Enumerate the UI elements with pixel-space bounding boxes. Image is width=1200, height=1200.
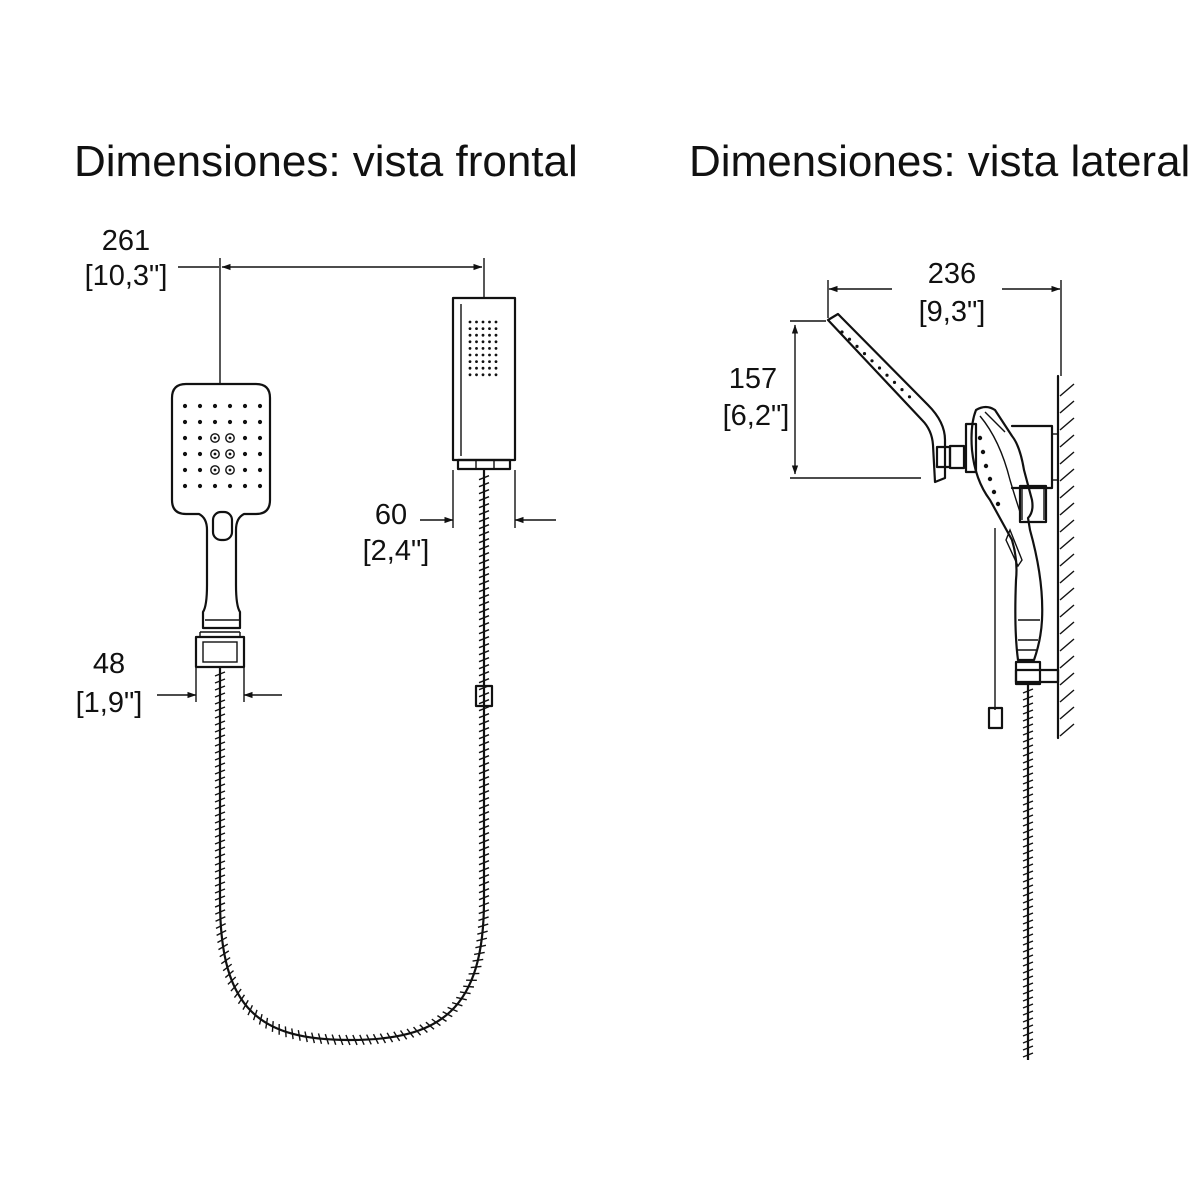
dim-48-inch: [1,9"]	[76, 687, 143, 719]
dim-48-mm: 48	[93, 648, 125, 680]
hose-front	[214, 470, 494, 1046]
dim-60-inch: [2,4"]	[363, 535, 430, 567]
dim-261-inch: [10,3"]	[85, 260, 168, 292]
cord-side	[987, 528, 1004, 730]
hand-shower-side	[964, 405, 1044, 662]
side-view-title: Dimensiones: vista lateral	[689, 137, 1190, 186]
dimension-261: 261 [10,3"]	[85, 225, 485, 384]
dimension-48: 48 [1,9"]	[76, 648, 282, 719]
wall-bracket-front	[451, 296, 517, 471]
dim-60-mm: 60	[375, 499, 407, 531]
bracket-arm-side	[826, 312, 966, 484]
dimension-157: 157 [6,2"]	[723, 320, 921, 479]
hose-holder-front	[194, 631, 246, 669]
dim-236-mm: 236	[928, 258, 976, 290]
hand-shower-front	[170, 382, 272, 630]
hose-side	[1022, 684, 1034, 1060]
dimension-60: 60 [2,4"]	[363, 470, 556, 567]
dim-157-mm: 157	[729, 363, 777, 395]
side-view: 236 [9,3"] 157 [6,2"]	[723, 258, 1075, 1060]
bracket-dots	[468, 320, 498, 377]
wall-plate-side	[1010, 424, 1058, 524]
front-view: 261 [10,3"] 48 [1,9"]	[76, 225, 556, 1046]
dimension-236: 236 [9,3"]	[827, 258, 1062, 376]
front-view-title: Dimensiones: vista frontal	[74, 137, 578, 186]
dim-157-inch: [6,2"]	[723, 400, 790, 432]
dim-261-mm: 261	[102, 225, 150, 257]
holder-side	[1014, 660, 1060, 686]
dim-236-inch: [9,3"]	[919, 296, 986, 328]
wall-section	[1056, 374, 1075, 740]
nozzle-dots	[182, 403, 263, 489]
